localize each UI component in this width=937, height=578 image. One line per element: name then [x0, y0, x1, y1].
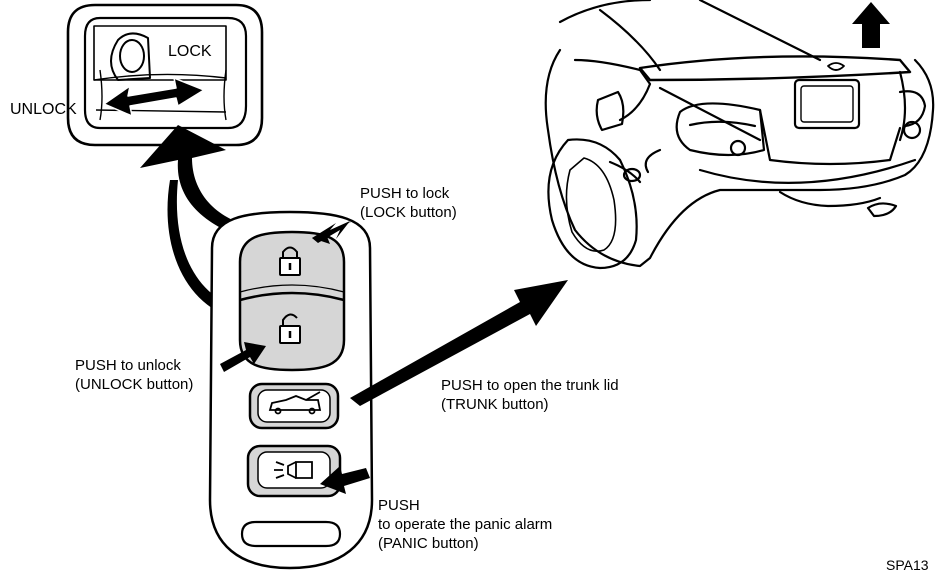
lock-label: LOCK: [168, 43, 212, 60]
lock-button-pointer-arrow-body: [312, 220, 355, 244]
figure-code: SPA13: [886, 557, 929, 573]
panic-horn-icon: [274, 461, 313, 479]
lock-button-callout: PUSH to lock (LOCK button): [360, 184, 457, 222]
lock-callout-line1: PUSH to lock: [360, 185, 450, 202]
trunk-callout-line1: PUSH to open the trunk lid: [441, 377, 619, 394]
lock-closed-icon: [279, 246, 301, 276]
curved-arrow-icon: [140, 125, 258, 242]
panic-callout-line3: (PANIC button): [378, 535, 479, 552]
trunk-open-up-arrow: [852, 2, 890, 48]
unlock-button-pointer-arrow: [220, 342, 266, 372]
unlock-callout-line2: (UNLOCK button): [75, 376, 194, 393]
trunk-arrow-icon: [350, 280, 568, 406]
panic-button-callout: PUSH to operate the panic alarm (PANIC b…: [378, 496, 552, 553]
lock-open-icon: [279, 313, 301, 344]
panic-callout-line2: to operate the panic alarm: [378, 516, 553, 533]
trunk-car-icon: [268, 391, 322, 415]
lock-unlock-double-arrow: [103, 77, 205, 117]
panic-button-pointer-arrow: [320, 466, 370, 494]
lock-callout-line2: (LOCK button): [360, 204, 457, 221]
unlock-callout-line1: PUSH to unlock: [75, 357, 181, 374]
trunk-callout-line2: (TRUNK button): [441, 396, 549, 413]
door-lock-illustration: [66, 3, 264, 147]
unlock-label: UNLOCK: [10, 101, 77, 118]
trunk-button-callout: PUSH to open the trunk lid (TRUNK button…: [441, 376, 619, 414]
unlock-button-callout: PUSH to unlock (UNLOCK button): [75, 356, 193, 394]
curved-arrow-tail: [167, 180, 238, 318]
car-rear-illustration: [544, 0, 935, 270]
panic-callout-line1: PUSH: [378, 497, 420, 514]
